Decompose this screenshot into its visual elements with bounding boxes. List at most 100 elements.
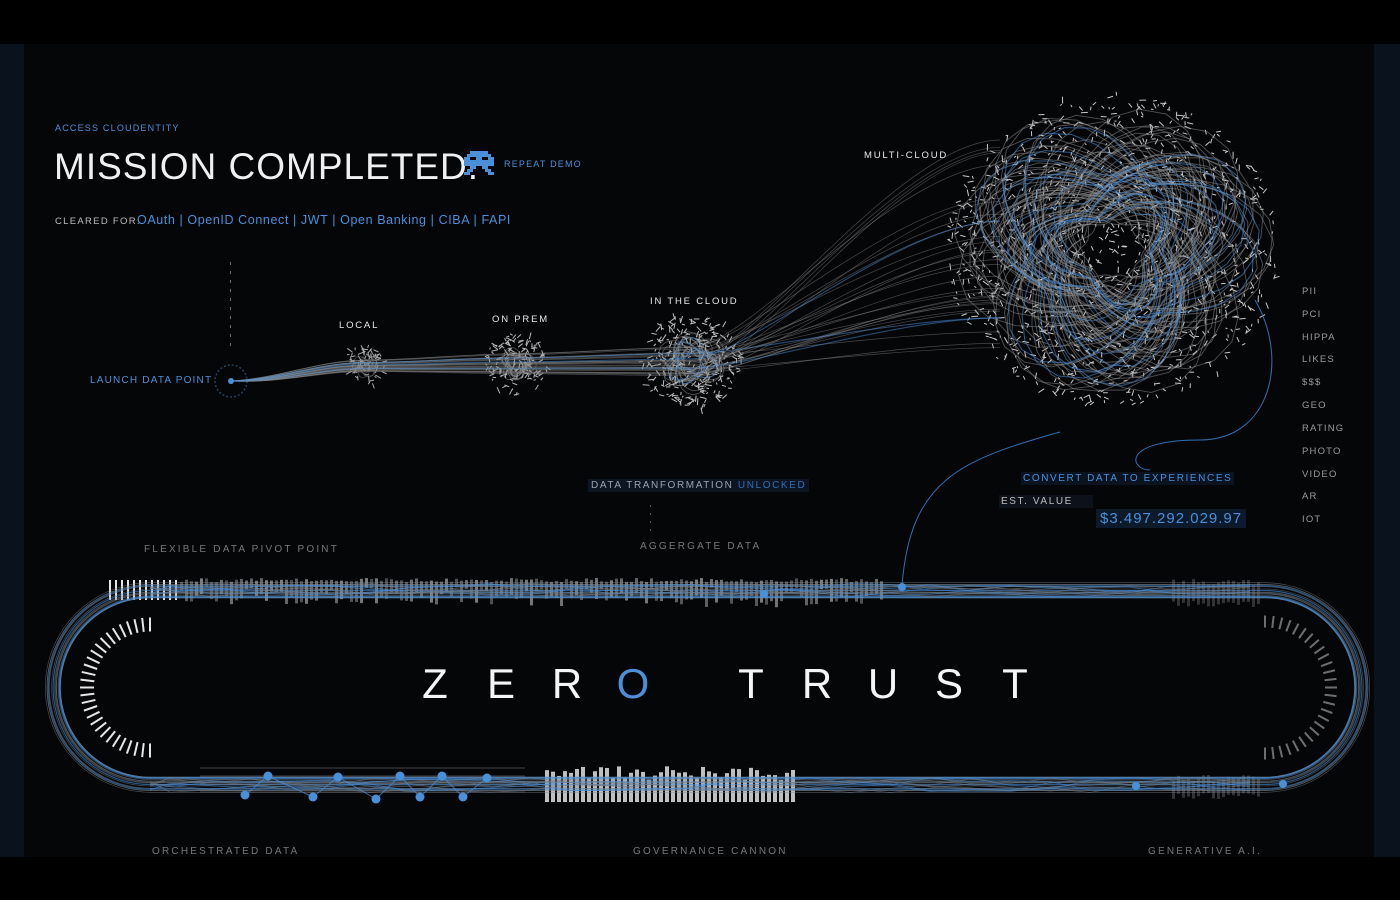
scatter-mark (1028, 187, 1032, 193)
generative-bar (1252, 776, 1255, 795)
scatter-mark (1196, 375, 1200, 379)
swirl-line (1018, 182, 1201, 342)
repeat-demo-link[interactable]: REPEAT DEMO (504, 159, 582, 169)
scatter-mark (699, 396, 707, 400)
scatter-mark (671, 398, 678, 403)
scatter-mark (1073, 369, 1077, 375)
scatter-mark (995, 356, 999, 360)
scatter-mark (1173, 209, 1180, 213)
scatter-mark (685, 396, 692, 399)
flow-line (230, 213, 1001, 382)
sensitivity-item: IOT (1302, 514, 1322, 525)
scatter-mark (1236, 336, 1240, 343)
arc-tick (105, 632, 116, 645)
aggregate-bar (500, 580, 503, 595)
scatter-mark (1047, 119, 1053, 126)
scatter-mark (962, 175, 970, 178)
scatter-mark (658, 394, 665, 397)
scatter-mark (1111, 249, 1116, 254)
flow-line (230, 303, 1001, 382)
swirl-line (998, 161, 1206, 355)
scatter-mark (1003, 337, 1009, 344)
scatter-mark (1224, 304, 1230, 309)
scatter-mark (726, 333, 730, 338)
strand-line (149, 777, 1251, 793)
launch-data-point-button[interactable]: LAUNCH DATA POINT (90, 375, 213, 386)
aggregate-bar (640, 581, 643, 598)
scatter-mark (498, 342, 505, 348)
sensitivity-item: RATING (1302, 423, 1345, 434)
flow-line (230, 259, 1001, 382)
swirl-line (982, 138, 1264, 392)
scatter-mark (530, 347, 536, 350)
scatter-mark (534, 375, 539, 378)
scatter-mark (1144, 138, 1148, 145)
scatter-mark (1062, 146, 1068, 153)
scatter-mark (700, 407, 703, 415)
scatter-mark (1013, 155, 1017, 158)
arc-tick (1323, 700, 1336, 706)
scatter-mark (491, 349, 498, 352)
swirl-line (1003, 123, 1258, 366)
scatter-mark (1212, 225, 1218, 229)
swirl-line (1053, 207, 1169, 309)
scatter-mark (653, 343, 657, 347)
swirl-line (1049, 202, 1167, 310)
guide-dot (230, 325, 231, 328)
scatter-mark (374, 376, 377, 378)
space-invader-icon[interactable] (464, 151, 494, 178)
scatter-mark (1140, 111, 1144, 116)
scatter-mark (1022, 375, 1026, 380)
arc-tick (1271, 615, 1275, 629)
scatter-mark (1010, 183, 1012, 188)
flow-line (230, 236, 1001, 382)
scatter-mark (1098, 261, 1102, 264)
scatter-mark (1157, 104, 1160, 107)
hero-letter-accent: O (616, 660, 650, 707)
scatter-mark (967, 180, 974, 183)
track-line (52, 589, 1363, 786)
generative-bar (1257, 582, 1260, 605)
scatter-mark (1107, 95, 1114, 99)
swirl-line (954, 125, 1239, 393)
orchestrated-dot (371, 794, 381, 804)
scatter-mark (1057, 377, 1061, 380)
guide-dot (230, 343, 231, 346)
est-value-amount: $3.497.292.029.97 (1096, 509, 1247, 528)
scatter-mark (951, 232, 954, 239)
scatter-mark (367, 348, 373, 354)
scatter-mark (968, 198, 972, 201)
scatter-mark (677, 398, 681, 401)
scatter-mark (989, 322, 995, 327)
scatter-mark (1078, 106, 1084, 111)
strand-line (149, 777, 1251, 792)
scatter-mark (1061, 389, 1066, 396)
scatter-mark (1037, 325, 1043, 331)
scatter-mark (672, 313, 676, 320)
scatter-mark (1084, 143, 1087, 146)
scatter-mark (1024, 322, 1029, 325)
scatter-mark (662, 380, 665, 387)
track-line (57, 595, 1358, 780)
scatter-mark (655, 326, 661, 332)
hero-letter: T (1002, 660, 1028, 707)
scatter-mark (1264, 252, 1268, 256)
scatter-mark (711, 331, 719, 335)
scatter-mark (1038, 388, 1045, 393)
swirl-line (1022, 173, 1176, 326)
scatter-mark (962, 215, 969, 218)
scatter-mark (986, 186, 990, 191)
governance-bar (563, 771, 567, 802)
aggregate-bar (325, 580, 328, 595)
scatter-mark (985, 333, 992, 335)
arc-tick (99, 637, 112, 649)
scatter-mark (506, 341, 509, 344)
governance-bar (707, 771, 711, 802)
swirl-line (1036, 177, 1207, 336)
scatter-mark (529, 340, 532, 343)
scatter-mark (1189, 333, 1196, 339)
arc-tick (1278, 745, 1284, 758)
scatter-mark (1097, 259, 1100, 263)
orchestrated-line (244, 775, 488, 800)
scatter-mark (1017, 351, 1020, 355)
